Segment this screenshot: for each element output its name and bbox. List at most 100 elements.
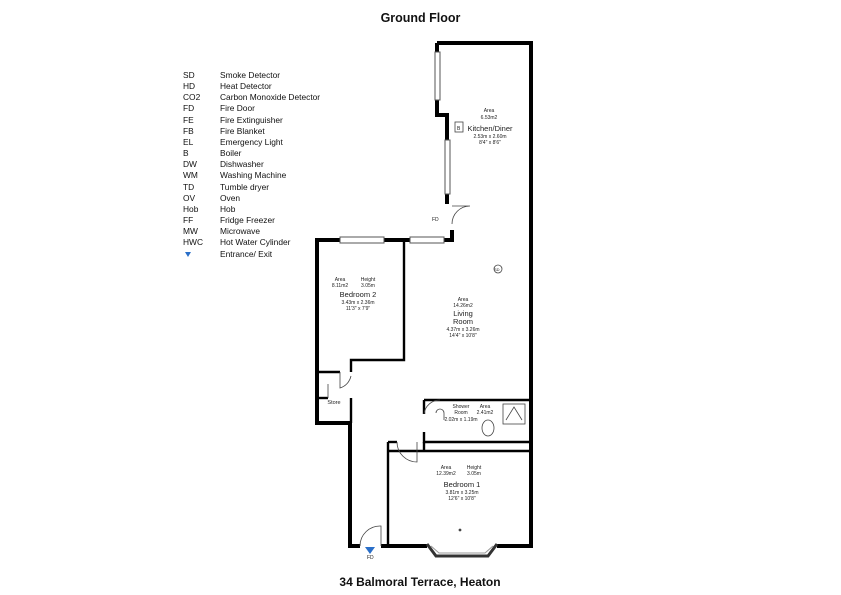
legend-label: Hot Water Cylinder	[220, 237, 291, 248]
property-address: 34 Balmoral Terrace, Heaton	[339, 575, 501, 589]
legend-label: Smoke Detector	[220, 70, 281, 80]
toilet	[481, 419, 495, 437]
living-name-line2: Room	[453, 317, 473, 326]
legend-code: Hob	[183, 203, 199, 214]
legend-code: EL	[183, 136, 194, 147]
windows	[339, 51, 499, 558]
bay-window-inner	[430, 545, 494, 554]
legend-row-entrance: Entrance/ Exit	[183, 249, 320, 260]
shower-name-line1: Shower	[453, 404, 470, 410]
legend-code: MW	[183, 226, 198, 237]
fixtures	[435, 121, 526, 532]
legend-row: FB Fire Blanket	[183, 126, 320, 137]
legend-code: FE	[183, 114, 194, 125]
bedroom1-dims: 3.81m x 3.25m	[445, 490, 478, 496]
doors	[327, 205, 471, 547]
legend-row: HWC Hot Water Cylinder	[183, 237, 320, 248]
bedroom2-area: 8.11m2	[332, 283, 349, 289]
legend-label: Boiler	[220, 148, 242, 159]
legend-code: WM	[183, 170, 198, 181]
legend-code	[183, 249, 220, 260]
bedroom1-dims-imperial: 12'6" x 10'8"	[448, 496, 476, 502]
bedroom2-dims-imperial: 11'3" x 7'9"	[346, 306, 370, 312]
fire-door-label: FD	[432, 217, 439, 223]
legend-code: FD	[183, 103, 195, 114]
legend-row: EL Emergency Light	[183, 137, 320, 148]
wall-west	[315, 238, 360, 548]
legend-label: Emergency Light	[220, 136, 283, 147]
legend-label: Fire Extinguisher	[220, 114, 283, 125]
living-area-label: Area	[458, 297, 469, 303]
legend-code: CO2	[183, 92, 201, 103]
legend-row: WM Washing Machine	[183, 170, 320, 181]
shower-dims: 2.02m x 1.19m	[444, 417, 477, 423]
legend-row: SD Smoke Detector	[183, 70, 320, 81]
legend-label: Microwave	[220, 226, 261, 237]
legend-label: Washing Machine	[220, 170, 287, 181]
bedroom1-area: 12.39m2	[436, 471, 456, 477]
door-kitchen	[451, 205, 471, 225]
legend-row: FE Fire Extinguisher	[183, 115, 320, 126]
kitchen-area: 6.53m2	[481, 115, 498, 121]
legend-row: Hob Hob	[183, 204, 320, 215]
smoke-detector-icon	[493, 264, 503, 274]
wall-corner	[444, 230, 454, 242]
bedroom1-area-label: Area	[441, 465, 452, 471]
boiler-label: B	[457, 126, 461, 132]
legend-row: CO2 Carbon Monoxide Detector	[183, 92, 320, 103]
legend-code: FB	[183, 125, 194, 136]
legend-label: Dishwasher	[220, 159, 264, 170]
shower-tray-mark	[505, 406, 523, 421]
living-dims-imperial: 14'4" x 10'8"	[449, 333, 477, 339]
bedroom2-dims: 3.43m x 2.36m	[341, 300, 374, 306]
store-name: Store	[327, 400, 340, 406]
legend-row: OV Oven	[183, 193, 320, 204]
living-name-line1: Living	[453, 309, 473, 318]
fire-door-label: FD	[367, 555, 374, 561]
kitchen-dims: 2.53m x 2.60m	[473, 134, 506, 140]
window-kitchen-west	[444, 139, 451, 195]
legend-code: DW	[183, 159, 197, 170]
kitchen-area-label: Area	[484, 108, 495, 114]
bay-window	[425, 543, 499, 558]
smoke-detector-label: SD	[494, 267, 500, 272]
wall-east	[437, 41, 533, 548]
legend-label: Tumble dryer	[220, 181, 270, 192]
legend-label: Oven	[220, 192, 241, 203]
legend-label: Entrance/ Exit	[220, 248, 273, 259]
door-shower	[423, 399, 441, 415]
legend-row: DW Dishwasher	[183, 159, 320, 170]
legend-code: HWC	[183, 237, 204, 248]
bedroom2-height: 3.05m	[361, 283, 375, 289]
legend-label: Heat Detector	[220, 81, 272, 92]
shower-area: 2.41m2	[477, 410, 494, 416]
living-dims: 4.37m x 3.26m	[446, 327, 479, 333]
kitchen-name: Kitchen/Diner	[467, 124, 513, 133]
plan-title: Ground Floor	[380, 11, 461, 25]
door-store	[339, 372, 352, 389]
legend-label: Hob	[220, 203, 236, 214]
legend-label: Fire Blanket	[220, 125, 265, 136]
legend-row: MW Microwave	[183, 226, 320, 237]
bedroom2-name: Bedroom 2	[340, 290, 377, 299]
window-bedroom2	[339, 236, 385, 244]
door-hall	[396, 441, 418, 463]
legend-label: Carbon Monoxide Detector	[220, 92, 321, 103]
shower-name-line2: Room	[454, 410, 467, 416]
window-kitchen-north	[434, 51, 441, 101]
bedroom2-height-label: Height	[361, 277, 376, 283]
legend-code: FF	[183, 215, 194, 226]
window-living	[409, 236, 445, 244]
shower-tray	[502, 403, 526, 425]
legend-code: OV	[183, 192, 196, 203]
legend-code: SD	[183, 70, 195, 80]
entrance-arrow-icon	[365, 547, 375, 554]
bedroom1-height: 3.05m	[467, 471, 481, 477]
basin	[435, 408, 445, 420]
